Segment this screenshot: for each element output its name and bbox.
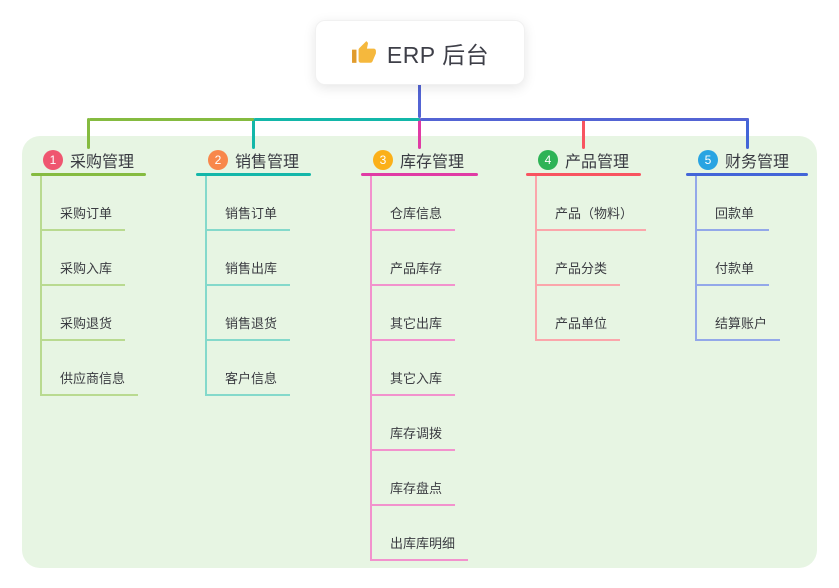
sub-item-label: 库存调拨 <box>390 425 443 441</box>
sub-item-label: 采购入库 <box>60 260 113 276</box>
branch-number-badge: 2 <box>208 149 228 170</box>
branch-label: 财务管理 <box>725 153 790 171</box>
root-node[interactable]: ERP 后台 <box>315 20 525 85</box>
sub-item-label: 销售退货 <box>225 315 278 331</box>
connector-drop <box>582 118 585 149</box>
branch-sub-item[interactable]: 销售出库 <box>207 231 291 286</box>
branch-sub-item[interactable]: 付款单 <box>697 231 769 286</box>
connector-bus-segment <box>88 118 254 121</box>
branch-label: 销售管理 <box>235 153 300 171</box>
sub-item-label: 产品库存 <box>390 260 443 276</box>
branch-sub-item[interactable]: 结算账户 <box>697 286 781 341</box>
branch-underline <box>196 173 311 176</box>
sub-item-label: 产品（物料） <box>555 205 634 221</box>
sub-item-label: 客户信息 <box>225 370 278 386</box>
branch: 4 产品管理 产品（物料） 产品分类 产品单位 <box>526 146 647 341</box>
branch-sub-item[interactable]: 出库库明细 <box>372 506 469 561</box>
sub-item-label: 回款单 <box>715 205 755 221</box>
connector-bus-segment <box>419 118 749 121</box>
branch-topic[interactable]: 1 采购管理 <box>31 146 146 173</box>
root-connector <box>418 83 421 118</box>
branch: 3 库存管理 仓库信息 产品库存 其它出库 其它入库 库存调拨 库存盘点 出库库… <box>361 146 478 561</box>
sub-item-label: 供应商信息 <box>60 370 126 386</box>
branch-sub-item[interactable]: 库存盘点 <box>372 451 456 506</box>
branch-topic[interactable]: 5 财务管理 <box>686 146 808 173</box>
sub-item-label: 付款单 <box>715 260 755 276</box>
branch-number-badge: 5 <box>698 149 718 170</box>
branch-topic[interactable]: 3 库存管理 <box>361 146 478 173</box>
branch-underline <box>526 173 641 176</box>
branch: 2 销售管理 销售订单 销售出库 销售退货 客户信息 <box>196 146 311 396</box>
branch-underline <box>31 173 146 176</box>
root-title: ERP 后台 <box>386 41 490 68</box>
sub-item-label: 销售出库 <box>225 260 278 276</box>
branch-sub-item[interactable]: 其它入库 <box>372 341 456 396</box>
branch-label: 产品管理 <box>565 153 630 171</box>
branch-topic[interactable]: 4 产品管理 <box>526 146 646 173</box>
thumbs-up-icon <box>351 40 377 66</box>
sub-item-label: 结算账户 <box>715 315 768 331</box>
branch-sub-item[interactable]: 产品分类 <box>537 231 621 286</box>
branch-items: 销售订单 销售出库 销售退货 客户信息 <box>205 176 291 396</box>
sub-item-label: 产品单位 <box>555 315 608 331</box>
branch-sub-item[interactable]: 产品库存 <box>372 231 456 286</box>
connector-drop <box>418 118 421 149</box>
branch-sub-item[interactable]: 采购退货 <box>42 286 126 341</box>
branch-label: 库存管理 <box>400 153 465 171</box>
branch-sub-item[interactable]: 供应商信息 <box>42 341 139 396</box>
connector-drop <box>252 118 255 149</box>
branch-sub-item[interactable]: 仓库信息 <box>372 176 456 231</box>
branch-sub-item[interactable]: 产品（物料） <box>537 176 647 231</box>
sub-item-label: 产品分类 <box>555 260 608 276</box>
branch: 1 采购管理 采购订单 采购入库 采购退货 供应商信息 <box>31 146 146 396</box>
branches-panel <box>22 136 817 568</box>
branch-sub-item[interactable]: 库存调拨 <box>372 396 456 451</box>
connector-bus-segment <box>253 118 420 121</box>
branch-items: 回款单 付款单 结算账户 <box>695 176 781 341</box>
branch-underline <box>361 173 478 176</box>
branch-sub-item[interactable]: 销售订单 <box>207 176 291 231</box>
sub-item-label: 其它入库 <box>390 370 443 386</box>
branch-items: 采购订单 采购入库 采购退货 供应商信息 <box>40 176 139 396</box>
branch-sub-item[interactable]: 采购入库 <box>42 231 126 286</box>
branch-sub-item[interactable]: 客户信息 <box>207 341 291 396</box>
branch-items: 产品（物料） 产品分类 产品单位 <box>535 176 647 341</box>
branch-sub-item[interactable]: 产品单位 <box>537 286 621 341</box>
branch-label: 采购管理 <box>70 153 135 171</box>
branch-sub-item[interactable]: 回款单 <box>697 176 769 231</box>
sub-item-label: 库存盘点 <box>390 480 443 496</box>
sub-item-label: 销售订单 <box>225 205 278 221</box>
branch-underline <box>686 173 808 176</box>
branch-sub-item[interactable]: 其它出库 <box>372 286 456 341</box>
branch-number-badge: 1 <box>43 149 63 170</box>
sub-item-label: 仓库信息 <box>390 205 443 221</box>
connector-drop <box>745 118 749 149</box>
connector-drop <box>87 118 90 149</box>
sub-item-label: 采购退货 <box>60 315 113 331</box>
sub-item-label: 出库库明细 <box>390 535 456 551</box>
branch-sub-item[interactable]: 销售退货 <box>207 286 291 341</box>
branch-number-badge: 4 <box>538 149 558 170</box>
branch-sub-item[interactable]: 采购订单 <box>42 176 126 231</box>
branch: 5 财务管理 回款单 付款单 结算账户 <box>686 146 808 341</box>
sub-item-label: 其它出库 <box>390 315 443 331</box>
branch-number-badge: 3 <box>373 149 393 170</box>
sub-item-label: 采购订单 <box>60 205 113 221</box>
branch-items: 仓库信息 产品库存 其它出库 其它入库 库存调拨 库存盘点 出库库明细 <box>370 176 469 561</box>
branch-topic[interactable]: 2 销售管理 <box>196 146 311 173</box>
